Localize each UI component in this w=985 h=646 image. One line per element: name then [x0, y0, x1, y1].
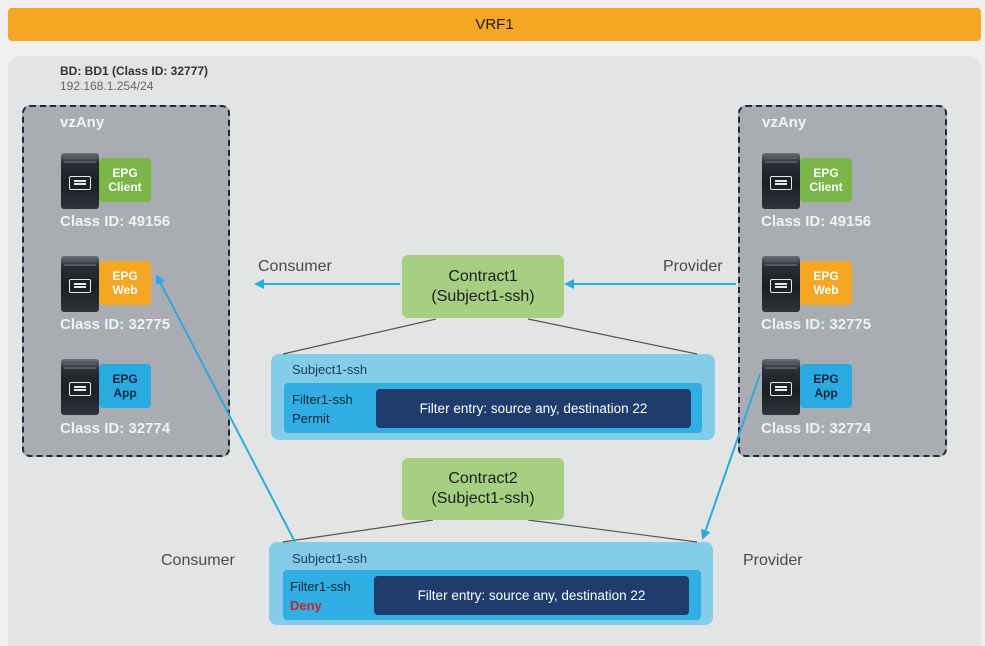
- epg-web-left[interactable]: EPG Web: [99, 261, 151, 305]
- contract2-filter-entry-text: Filter entry: source any, destination 22: [417, 588, 646, 603]
- contract2-name: Contract2: [448, 470, 518, 487]
- contract1-provider-label: Provider: [663, 258, 723, 275]
- contract1-left-link: [282, 318, 437, 355]
- server-icon: [762, 153, 800, 209]
- epg-app-left-class-id: Class ID: 32774: [60, 420, 171, 437]
- vrf-banner: VRF1: [8, 8, 981, 41]
- epg-app-right-line1: EPG: [813, 372, 839, 386]
- provider-arrow-2: [700, 373, 761, 540]
- contract1-filter-name: Filter1-ssh: [292, 392, 353, 407]
- contract1-consumer-label: Consumer: [258, 258, 332, 275]
- contract1-filter-entry-text: Filter entry: source any, destination 22: [419, 401, 648, 416]
- server-icon: [61, 256, 99, 312]
- epg-web-right-line1: EPG: [813, 269, 839, 283]
- epg-app-left[interactable]: EPG App: [99, 364, 151, 408]
- epg-app-right-line2: App: [814, 386, 838, 400]
- contract2-filter-action: Deny: [290, 598, 322, 613]
- contract2-filter-name: Filter1-ssh: [290, 579, 351, 594]
- contract2-provider-label: Provider: [743, 552, 803, 569]
- contract2-filter-entry: Filter entry: source any, destination 22: [374, 576, 689, 615]
- epg-web-left-line2: Web: [112, 283, 138, 297]
- epg-app-right[interactable]: EPG App: [800, 364, 852, 408]
- consumer-arrow-2: [156, 274, 296, 543]
- bd-title: BD: BD1 (Class ID: 32777): [60, 64, 209, 78]
- epg-client-left[interactable]: EPG Client: [99, 158, 151, 202]
- epg-app-right-class-id: Class ID: 32774: [761, 420, 872, 437]
- contract2-subject-label: Subject1-ssh: [292, 551, 368, 566]
- epg-client-right[interactable]: EPG Client: [800, 158, 852, 202]
- vzany-left-label: vzAny: [60, 114, 105, 131]
- epg-app-left-line1: EPG: [112, 372, 138, 386]
- epg-client-right-line2: Client: [809, 180, 843, 194]
- epg-client-right-line1: EPG: [813, 166, 839, 180]
- epg-web-left-class-id: Class ID: 32775: [60, 316, 171, 333]
- contract2-consumer-label: Consumer: [161, 552, 235, 569]
- epg-web-left-line1: EPG: [112, 269, 138, 283]
- epg-web-right-class-id: Class ID: 32775: [761, 316, 872, 333]
- epg-web-right-line2: Web: [813, 283, 839, 297]
- contract1-filter-entry: Filter entry: source any, destination 22: [376, 389, 691, 428]
- server-icon: [762, 256, 800, 312]
- contract1-subject-label: Subject1-ssh: [292, 362, 368, 377]
- contract2-left-link: [282, 519, 434, 543]
- vrf-label: VRF1: [475, 16, 514, 33]
- bd-subnet: 192.168.1.254/24: [60, 79, 154, 93]
- contract1-filter-action: Permit: [292, 411, 330, 426]
- epg-client-left-line1: EPG: [112, 166, 138, 180]
- contract1-box[interactable]: Contract1 (Subject1-ssh): [402, 255, 564, 318]
- server-icon: [61, 359, 99, 415]
- contract1-name: Contract1: [448, 267, 518, 285]
- contract1-right-link: [527, 318, 698, 355]
- epg-client-right-class-id: Class ID: 49156: [761, 213, 872, 230]
- epg-client-left-class-id: Class ID: 49156: [60, 213, 171, 230]
- epg-client-left-line2: Client: [108, 180, 142, 194]
- server-icon: [762, 359, 800, 415]
- server-icon: [61, 153, 99, 209]
- epg-web-right[interactable]: EPG Web: [800, 261, 852, 305]
- epg-app-left-line2: App: [113, 386, 137, 400]
- contract2-subject: (Subject1-ssh): [431, 490, 535, 507]
- contract1-subject: (Subject1-ssh): [431, 287, 535, 305]
- vzany-right-label: vzAny: [762, 114, 807, 131]
- contract2-box[interactable]: Contract2 (Subject1-ssh): [402, 458, 564, 520]
- contract2-right-link: [527, 519, 698, 543]
